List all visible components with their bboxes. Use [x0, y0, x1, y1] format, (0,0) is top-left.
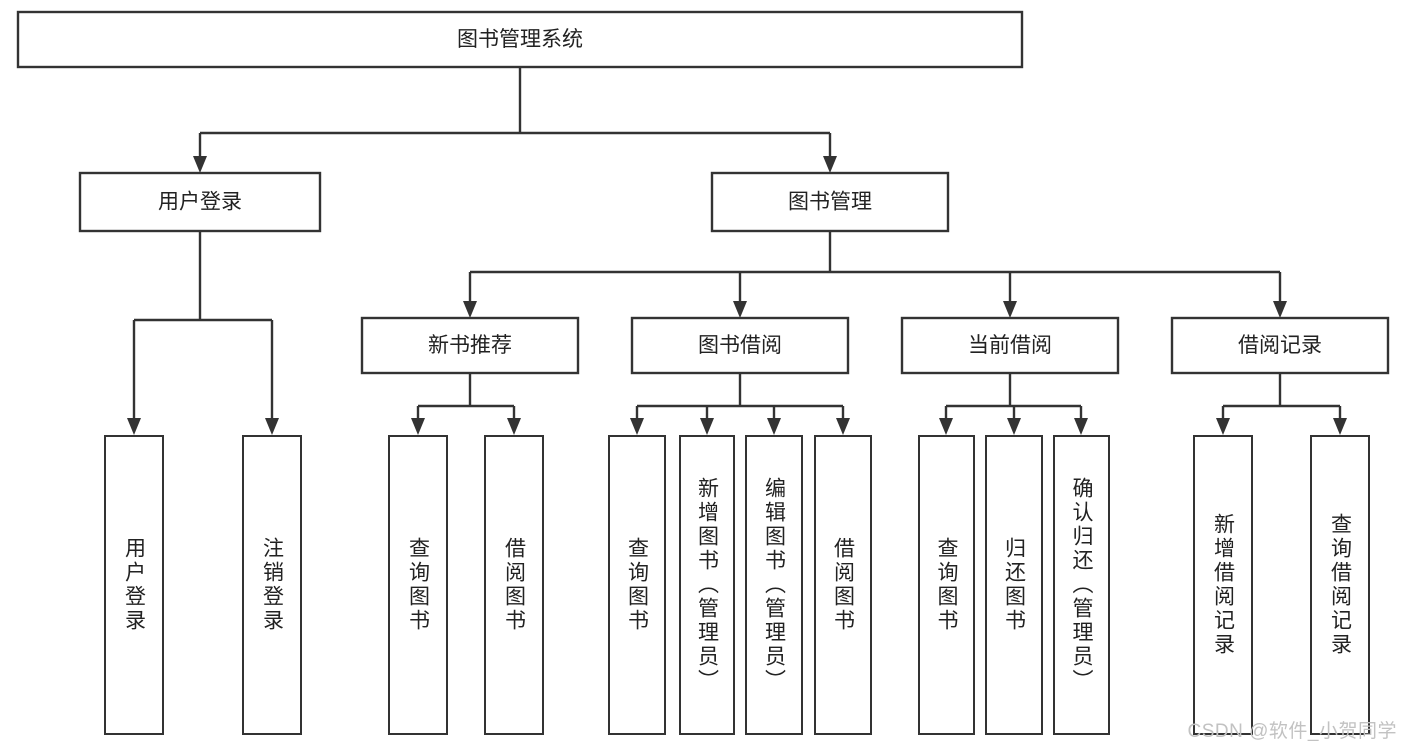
- connector-arrowhead: [1333, 418, 1347, 435]
- node-leaf-user-logout-label: 注销登录: [260, 537, 284, 633]
- node-leaf-borrow-book-1[interactable]: 借阅图书: [484, 435, 544, 735]
- watermark-text: CSDN @软件_小贺同学: [1187, 721, 1397, 742]
- node-current-borrow-box[interactable]: [900, 316, 1120, 375]
- node-leaf-add-record[interactable]: 新增借阅记录: [1193, 435, 1253, 735]
- node-new-book-recommend-label: 新书推荐: [428, 334, 512, 357]
- node-leaf-query-book-1-label: 查询图书: [406, 537, 430, 633]
- root-node-system-box[interactable]: [16, 10, 1024, 69]
- node-borrow-record-label: 借阅记录: [1238, 334, 1322, 357]
- connector-arrowhead: [1216, 418, 1230, 435]
- connector-arrowhead: [507, 418, 521, 435]
- node-leaf-confirm-return[interactable]: 确认归还（管理员）: [1053, 435, 1110, 735]
- node-book-manage-label: 图书管理: [788, 191, 872, 214]
- connector-arrowhead: [733, 301, 747, 318]
- connector-arrowhead: [823, 156, 837, 173]
- root-node-system-label: 图书管理系统: [457, 28, 583, 51]
- node-new-book-recommend-box[interactable]: [360, 316, 580, 375]
- connector-arrowhead: [836, 418, 850, 435]
- node-borrow-record-box[interactable]: [1170, 316, 1390, 375]
- connector-arrowhead: [193, 156, 207, 173]
- node-user-login-label: 用户登录: [158, 191, 242, 214]
- node-user-login-box[interactable]: [78, 171, 322, 233]
- node-book-borrow-label: 图书借阅: [698, 334, 782, 357]
- connector-arrowhead: [700, 418, 714, 435]
- node-leaf-borrow-book-1-label: 借阅图书: [502, 537, 526, 633]
- node-leaf-query-book-2-label: 查询图书: [625, 537, 649, 633]
- node-leaf-query-book-2[interactable]: 查询图书: [608, 435, 666, 735]
- connector-arrowhead: [1007, 418, 1021, 435]
- node-leaf-query-book-3[interactable]: 查询图书: [918, 435, 975, 735]
- node-leaf-query-book-1[interactable]: 查询图书: [388, 435, 448, 735]
- connector-arrowhead: [1273, 301, 1287, 318]
- node-leaf-edit-book-label: 编辑图书（管理员）: [762, 477, 786, 693]
- node-leaf-return-book-label: 归还图书: [1002, 537, 1026, 633]
- connector-arrowhead: [127, 418, 141, 435]
- node-leaf-return-book[interactable]: 归还图书: [985, 435, 1043, 735]
- connector-arrowhead: [463, 301, 477, 318]
- connector-arrowhead: [1003, 301, 1017, 318]
- connector-arrowhead: [1074, 418, 1088, 435]
- connector-arrowhead: [939, 418, 953, 435]
- node-book-borrow-box[interactable]: [630, 316, 850, 375]
- connectors-layer: [127, 67, 1347, 435]
- node-leaf-user-logout[interactable]: 注销登录: [242, 435, 302, 735]
- node-leaf-query-record-label: 查询借阅记录: [1328, 513, 1352, 657]
- node-leaf-add-book[interactable]: 新增图书（管理员）: [679, 435, 735, 735]
- node-leaf-query-record[interactable]: 查询借阅记录: [1310, 435, 1370, 735]
- node-leaf-confirm-return-label: 确认归还（管理员）: [1070, 477, 1093, 693]
- connector-arrowhead: [767, 418, 781, 435]
- node-leaf-user-login[interactable]: 用户登录: [104, 435, 164, 735]
- node-leaf-add-record-label: 新增借阅记录: [1211, 513, 1235, 657]
- node-leaf-user-login-label: 用户登录: [122, 537, 146, 633]
- connector-arrowhead: [411, 418, 425, 435]
- node-current-borrow-label: 当前借阅: [968, 334, 1052, 357]
- node-leaf-borrow-book-2-label: 借阅图书: [831, 537, 855, 633]
- node-book-manage-box[interactable]: [710, 171, 950, 233]
- node-leaf-edit-book[interactable]: 编辑图书（管理员）: [745, 435, 803, 735]
- connector-arrowhead: [630, 418, 644, 435]
- connector-arrowhead: [265, 418, 279, 435]
- node-leaf-query-book-3-label: 查询图书: [935, 537, 958, 633]
- node-leaf-borrow-book-2[interactable]: 借阅图书: [814, 435, 872, 735]
- node-leaf-add-book-label: 新增图书（管理员）: [695, 477, 719, 693]
